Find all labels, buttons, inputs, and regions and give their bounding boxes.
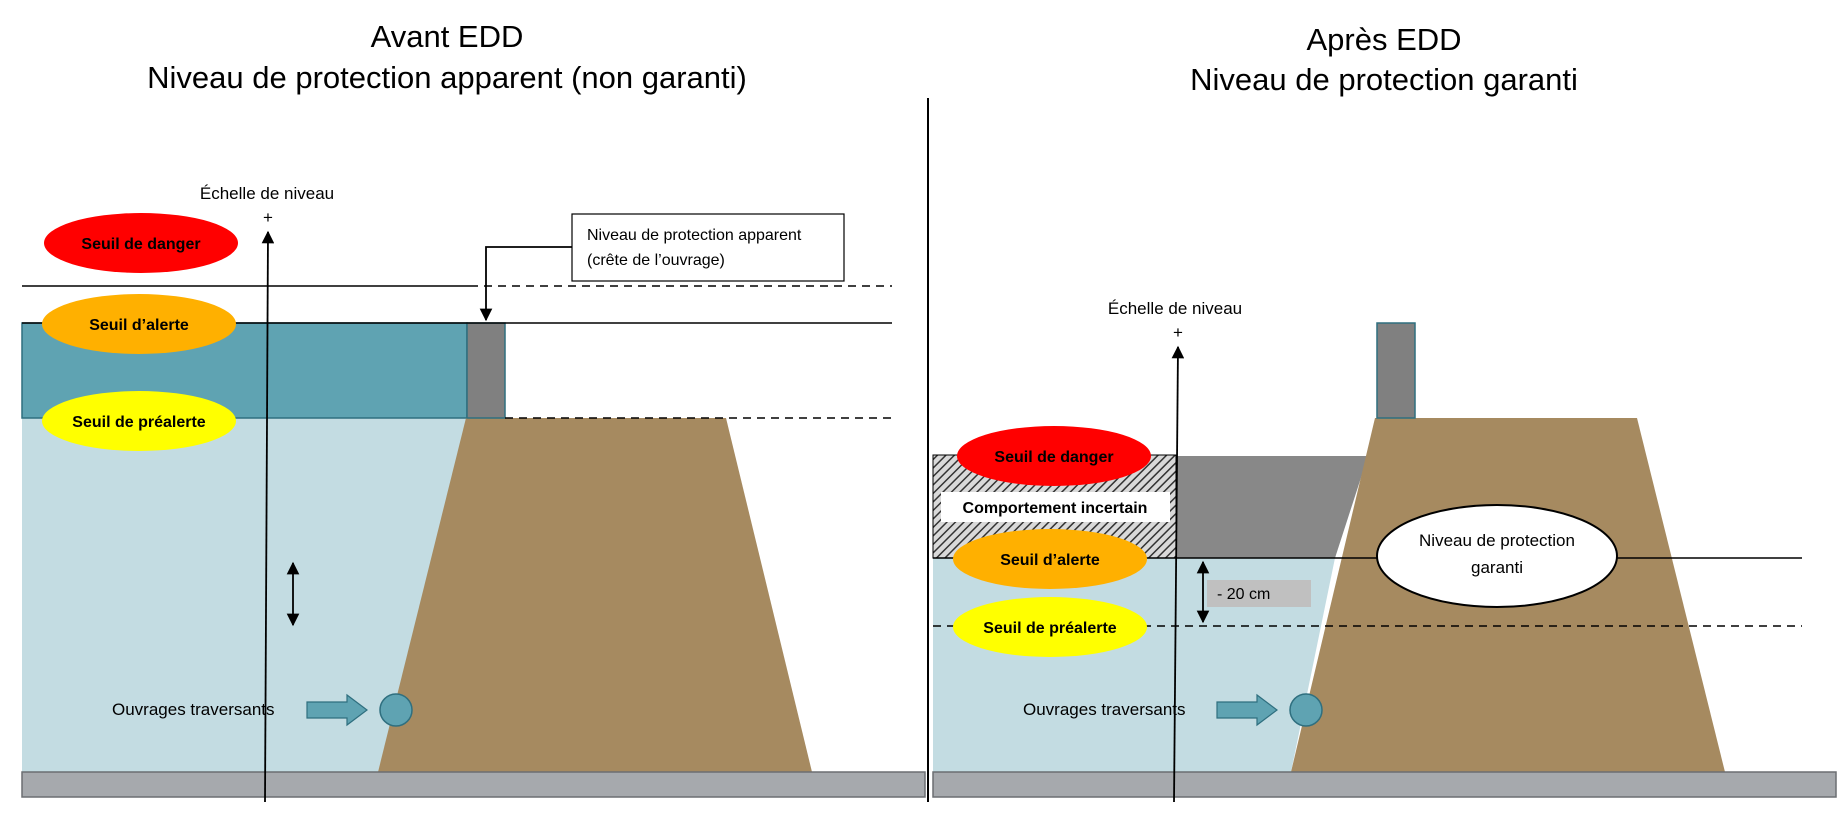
left-title-line1: Avant EDD xyxy=(371,19,524,54)
right-uncertain-label: Comportement incertain xyxy=(963,500,1148,517)
left-level-scale-axis xyxy=(261,230,275,803)
right-scale-label: Échelle de niveau xyxy=(1108,299,1242,318)
right-crossing-arrow xyxy=(1216,693,1278,727)
right-dike-crest xyxy=(1376,322,1416,419)
right-prealert-label: Seuil de préalerte xyxy=(983,620,1116,637)
right-offset-box xyxy=(1207,580,1311,607)
left-title-line2: Niveau de protection apparent (non garan… xyxy=(147,60,747,95)
left-prealert-label: Seuil de préalerte xyxy=(72,414,205,431)
left-callout-arrow xyxy=(479,246,572,322)
right-title-line2: Niveau de protection garanti xyxy=(1190,62,1578,97)
right-ground xyxy=(932,771,1837,798)
right-alert-label: Seuil d’alerte xyxy=(1000,552,1100,569)
left-panel: Avant EDD Niveau de protection apparent … xyxy=(21,19,926,803)
right-guaranteed-level-ellipse xyxy=(1376,504,1618,608)
left-scale-label: Échelle de niveau xyxy=(200,184,334,203)
left-callout-line2: (crête de l’ouvrage) xyxy=(587,252,725,269)
right-title-line1: Après EDD xyxy=(1306,22,1461,57)
left-crossing-pipe xyxy=(379,693,413,727)
right-alert-threshold-ellipse xyxy=(953,529,1147,589)
left-water-body xyxy=(22,418,470,772)
left-dike-crest xyxy=(466,322,506,419)
right-crossing-pipe xyxy=(1289,693,1323,727)
right-scale-plus: + xyxy=(1173,323,1183,342)
right-danger-label: Seuil de danger xyxy=(994,449,1113,466)
right-panel: Après EDD Niveau de protection garanti +… xyxy=(932,22,1837,803)
right-uncertain-box xyxy=(941,492,1170,522)
right-crossing-label: Ouvrages traversants xyxy=(1023,700,1186,719)
right-level-scale-axis xyxy=(1171,345,1185,803)
right-uncertain-zone xyxy=(1175,456,1368,558)
left-alert-label: Seuil d’alerte xyxy=(89,317,189,334)
left-crossing-arrow xyxy=(306,693,368,727)
left-crossing-label: Ouvrages traversants xyxy=(112,700,275,719)
left-alert-threshold-ellipse xyxy=(42,294,236,354)
left-ground xyxy=(21,771,926,798)
left-danger-threshold-ellipse xyxy=(44,213,238,273)
right-prealert-threshold-ellipse xyxy=(953,597,1147,657)
right-danger-threshold-ellipse xyxy=(957,426,1151,486)
left-scale-plus: + xyxy=(263,208,273,227)
left-callout-box xyxy=(571,213,845,282)
left-danger-label: Seuil de danger xyxy=(81,236,200,253)
left-callout-line1: Niveau de protection apparent xyxy=(587,227,802,244)
left-prealert-threshold-ellipse xyxy=(42,391,236,451)
left-dike xyxy=(378,418,812,772)
right-guaranteed-line1: Niveau de protection xyxy=(1419,531,1575,550)
right-offset-label: - 20 cm xyxy=(1217,586,1270,603)
right-guaranteed-line2: garanti xyxy=(1471,558,1523,577)
